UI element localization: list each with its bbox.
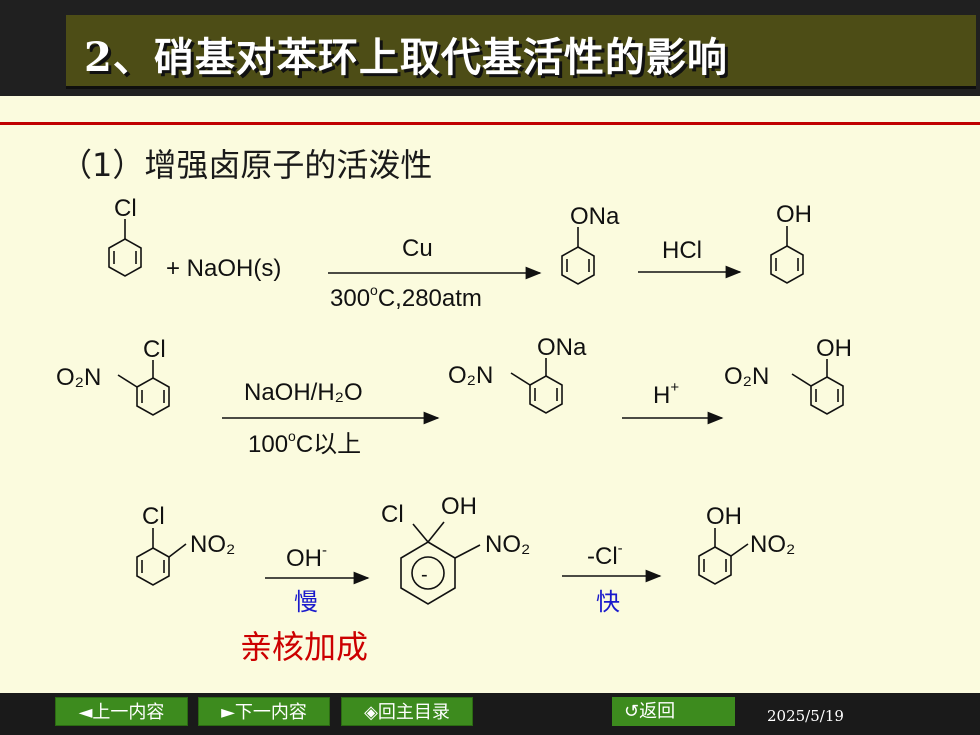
r2-reactant-nitro: O₂N	[56, 364, 101, 391]
chlorobenzene-ring	[108, 219, 142, 277]
r1-product-oh: OH	[776, 201, 812, 228]
navigation-bar: ◄上一内容 ►下一内容 ◈回主目录 ↺返回 2025/5/19	[0, 693, 980, 735]
slide-title: 2、硝基对苯环上取代基活性的影响	[84, 34, 728, 81]
r2-intermediate-nitro: O₂N	[448, 362, 493, 389]
r3-product-oh: OH	[706, 503, 742, 530]
r3-nucleophile: OH-	[286, 542, 327, 572]
r1-acid: HCl	[662, 237, 702, 264]
r3-leaving-group: -Cl-	[587, 540, 623, 570]
r1-catalyst: Cu	[402, 235, 433, 262]
r1-reactant-cl: Cl	[114, 195, 137, 222]
product3-ring	[698, 528, 749, 585]
r3-step2-speed: 快	[596, 589, 620, 616]
mechanism-label: 亲核加成	[240, 629, 368, 665]
r2-acid: H+	[653, 379, 679, 409]
reactant3-ring	[136, 528, 187, 586]
r2-reactant-cl: Cl	[143, 336, 166, 363]
title-bar: 2、硝基对苯环上取代基活性的影响	[0, 0, 980, 96]
r2-reagent: NaOH/H₂O	[244, 379, 363, 406]
prev-content-button[interactable]: ◄上一内容	[55, 697, 188, 726]
r3-intermediate-charge: -	[421, 564, 428, 586]
r1-intermediate-ona: ONa	[570, 203, 620, 230]
o-nitrophenol-ring	[791, 359, 844, 415]
r1-conditions: 300oC,280atm	[330, 282, 482, 312]
section-heading: （1）增强卤原子的活泼性	[60, 146, 433, 184]
main-menu-button[interactable]: ◈回主目录	[341, 697, 473, 726]
o-nitrophenoxide-ring	[510, 358, 563, 414]
r3-intermediate-oh: OH	[441, 493, 477, 520]
red-divider	[0, 122, 980, 125]
r1-reagent: + NaOH(s)	[166, 255, 281, 282]
meisenheimer-complex-ring	[400, 521, 481, 605]
title-box: 2、硝基对苯环上取代基活性的影响	[66, 15, 976, 89]
slide-content: （1）增强卤原子的活泼性	[0, 96, 980, 693]
slide-date: 2025/5/19	[767, 707, 844, 725]
r3-reactant-cl: Cl	[142, 503, 165, 530]
next-content-button[interactable]: ►下一内容	[198, 697, 330, 726]
r3-product-nitro: NO₂	[750, 531, 795, 558]
reaction-scheme: Cl + NaOH(s) Cu 300oC,280atm ONa HCl OH …	[56, 195, 852, 665]
r3-intermediate-nitro: NO₂	[485, 531, 530, 558]
r3-step1-speed: 慢	[294, 589, 318, 616]
r3-intermediate-cl: Cl	[381, 501, 404, 528]
r2-product-oh: OH	[816, 335, 852, 362]
r2-conditions: 100oC以上	[248, 428, 361, 458]
o-nitrochlorobenzene-ring	[117, 360, 170, 416]
r3-reactant-nitro: NO₂	[190, 531, 235, 558]
r2-product-nitro: O₂N	[724, 363, 769, 390]
phenol-ring	[770, 226, 804, 284]
sodium-phenoxide-ring	[561, 227, 595, 285]
r2-intermediate-ona: ONa	[537, 334, 587, 361]
back-button[interactable]: ↺返回	[612, 697, 735, 726]
